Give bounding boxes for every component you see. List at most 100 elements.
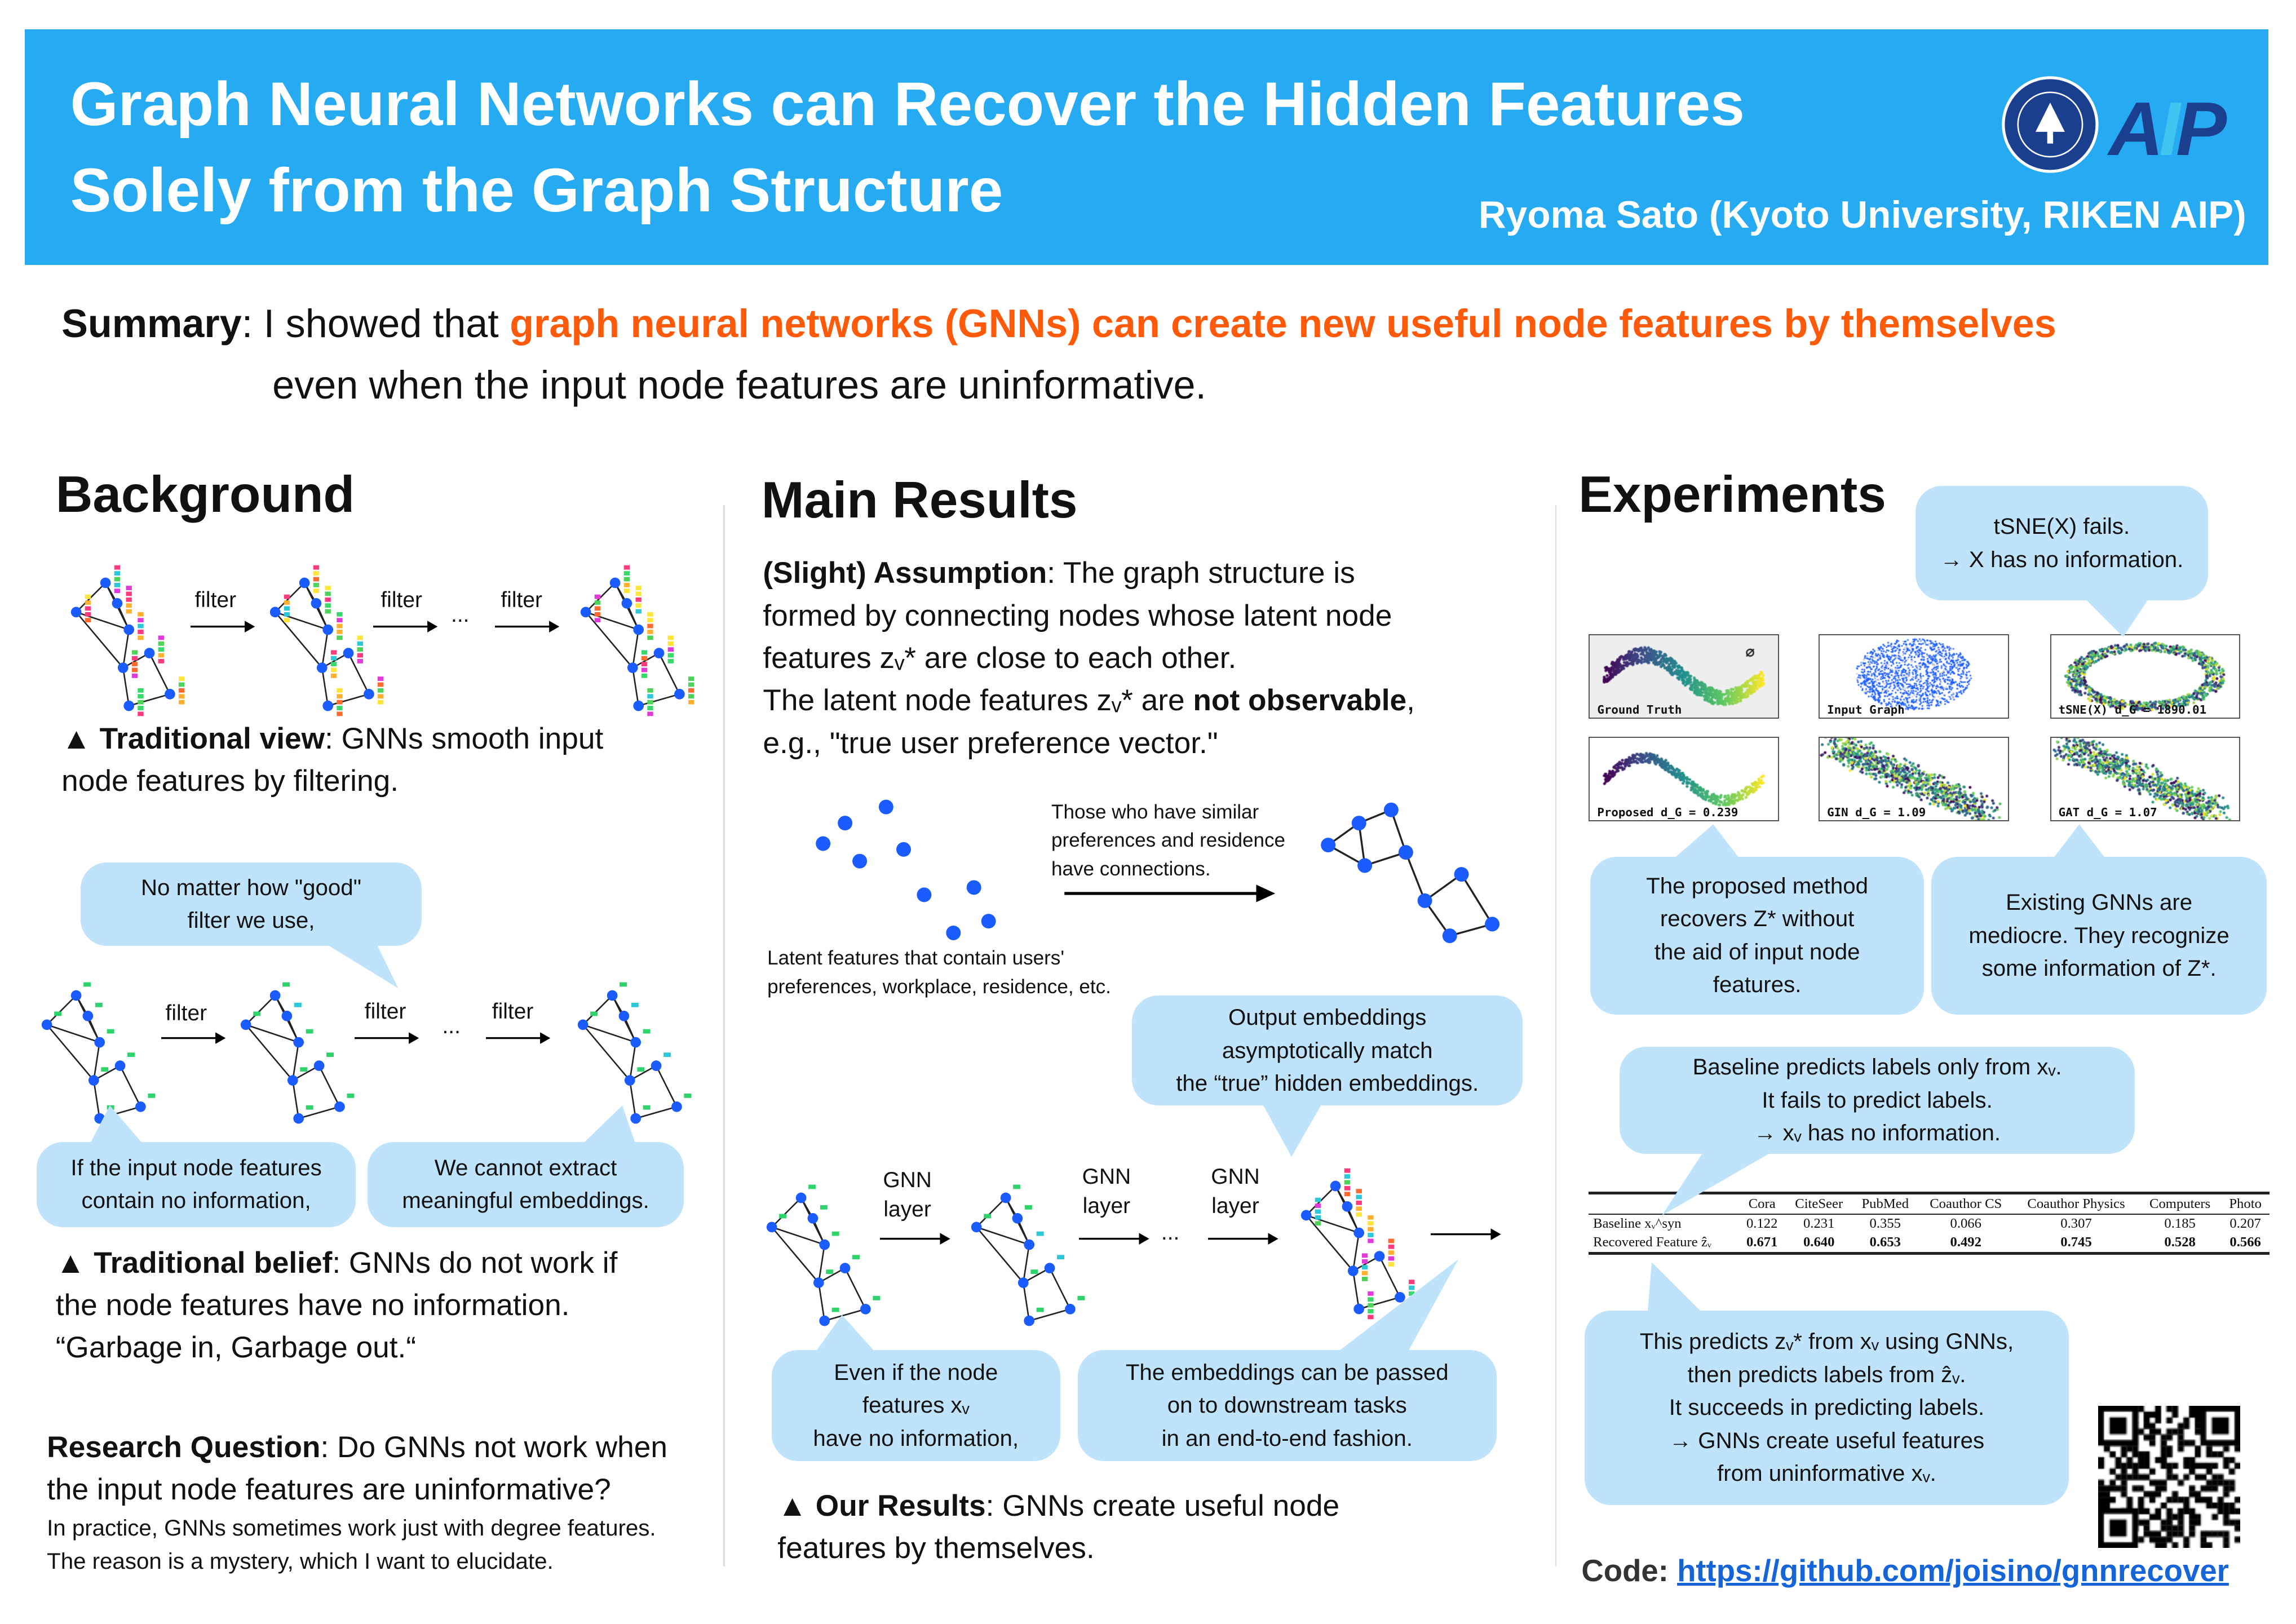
arrow-icon	[161, 1032, 225, 1045]
graph-icon	[269, 565, 384, 716]
diagram-label: ...	[1161, 1220, 1180, 1245]
arrow-icon	[486, 1032, 551, 1045]
embedding-plot: Proposed d_G = 0.239	[1589, 736, 1780, 822]
column-header: Cora	[1748, 1196, 1776, 1212]
graph-icon	[766, 1184, 881, 1326]
header-banner	[25, 29, 2268, 265]
plot-canvas	[1590, 635, 1779, 718]
graph-icon	[41, 982, 156, 1124]
diagram-label: ...	[442, 1014, 461, 1038]
poster-title: Graph Neural Networks can Recover the Hi…	[70, 70, 1745, 225]
plot-caption: Ground Truth	[1597, 702, 1682, 716]
table-cell: 0.355	[1869, 1216, 1901, 1232]
column-divider	[1555, 505, 1557, 1567]
assumption-text: (Slight) Assumption: The graph structure…	[763, 556, 1415, 760]
graph-icon	[580, 565, 694, 716]
experiments-heading: Experiments	[1578, 466, 1886, 524]
bubble-good-filter: No matter how "good"filter we use,	[80, 862, 422, 946]
embedding-plot: tSNE(X) d_G = 1890.01	[2050, 634, 2241, 719]
arrow-icon	[880, 1233, 950, 1245]
plot-caption: tSNE(X) d_G = 1890.01	[2058, 702, 2207, 716]
filter-diagram-informative: filter filter... filter	[59, 554, 703, 716]
plot-canvas	[1820, 635, 2008, 718]
connected-graph-diagram	[1321, 802, 1499, 943]
graph-icon	[971, 1184, 1085, 1326]
column-header: Coauthor CS	[1930, 1196, 2002, 1212]
table-cell: 0.307	[2060, 1216, 2092, 1232]
embedding-plot: GIN d_G = 1.09	[1819, 736, 2009, 822]
plot-canvas	[1590, 737, 1779, 821]
diagram-label: filter	[194, 588, 237, 613]
diagram-label: filter	[501, 588, 542, 613]
column-divider	[723, 505, 725, 1567]
table-cell: 0.185	[2164, 1216, 2196, 1232]
research-question: Research Question: Do GNNs not work when…	[47, 1431, 668, 1507]
table-cell: 0.122	[1746, 1216, 1778, 1232]
results-table: Cora CiteSeer PubMed Coauthor CS Coauthor Ph…	[1589, 1192, 2270, 1255]
traditional-belief-text: ▲ Traditional belief: GNNs do not work i…	[55, 1246, 618, 1365]
table-cell: 0.745	[2060, 1234, 2092, 1250]
arrow-icon	[373, 621, 438, 633]
author-line: Ryoma Sato (Kyoto University, RIKEN AIP)	[1478, 193, 2246, 236]
plot-caption: GIN d_G = 1.09	[1827, 805, 1926, 819]
table-cell: 0.207	[2229, 1216, 2261, 1232]
column-header: Coauthor Physics	[2027, 1196, 2125, 1212]
table-cell: 0.231	[1803, 1216, 1835, 1232]
table-cell: 0.066	[1950, 1216, 1981, 1232]
embedding-plot: GAT d_G = 1.07	[2050, 736, 2241, 822]
table-cell: 0.492	[1950, 1234, 1981, 1250]
summary: Summary: I showed that graph neural netw…	[61, 301, 2056, 407]
background-heading: Background	[55, 466, 355, 524]
arrow-icon	[1208, 1233, 1278, 1245]
aip-logo: AIP	[2108, 86, 2227, 171]
embedding-plot: Ground Truth	[1589, 634, 1780, 719]
bubble-tsne-fails: tSNE(X) fails.→ X has no information.	[1915, 486, 2209, 600]
graph-icon	[577, 982, 692, 1124]
plot-canvas	[1820, 737, 2008, 821]
table-cell: 0.528	[2164, 1234, 2196, 1250]
github-link[interactable]: https://github.com/joisino/gnnrecover	[1677, 1554, 2229, 1588]
diagram-label: filter	[381, 588, 422, 613]
arrow-icon	[354, 1032, 419, 1045]
latent-points-diagram	[815, 799, 996, 940]
column-header: CiteSeer	[1795, 1196, 1843, 1212]
diagram-label: filter	[364, 999, 406, 1024]
arrow-icon	[1430, 1228, 1501, 1241]
research-question-note: In practice, GNNs sometimes work just wi…	[47, 1515, 656, 1574]
table-cell: 0.640	[1803, 1234, 1835, 1250]
graph-icon	[1300, 1168, 1415, 1320]
arrow-icon	[190, 621, 255, 633]
table-cell: 0.566	[2229, 1234, 2261, 1250]
summary-highlight: graph neural networks (GNNs) can create …	[510, 301, 2056, 346]
diagram-label: ...	[451, 602, 470, 627]
table-cell: 0.671	[1746, 1234, 1778, 1250]
diagram-label: filter	[492, 999, 534, 1024]
plot-canvas	[2051, 635, 2240, 718]
column-header: Computers	[2149, 1196, 2211, 1212]
right-arrow-icon	[1064, 884, 1276, 902]
arrow-icon	[1079, 1233, 1150, 1245]
row-label: Recovered Feature ẑᵥ	[1593, 1234, 1712, 1250]
main-results-heading: Main Results	[761, 472, 1078, 529]
qr-code[interactable]	[2098, 1405, 2241, 1548]
table-cell: 0.653	[1869, 1234, 1901, 1250]
graph-icon	[241, 982, 355, 1124]
plot-caption: Input Graph	[1827, 702, 1905, 716]
latent-features-text: Latent features that contain users'prefe…	[767, 947, 1111, 998]
embedding-plot: Input Graph	[1819, 634, 2009, 719]
code-link-line: Code: https://github.com/joisino/gnnreco…	[1581, 1554, 2229, 1588]
bubble-baseline: Baseline predicts labels only from xᵥ.It…	[1619, 1047, 2135, 1154]
column-header: PubMed	[1861, 1196, 1909, 1212]
kyoto-university-logo	[2001, 76, 2099, 173]
graph-icon	[70, 565, 185, 716]
